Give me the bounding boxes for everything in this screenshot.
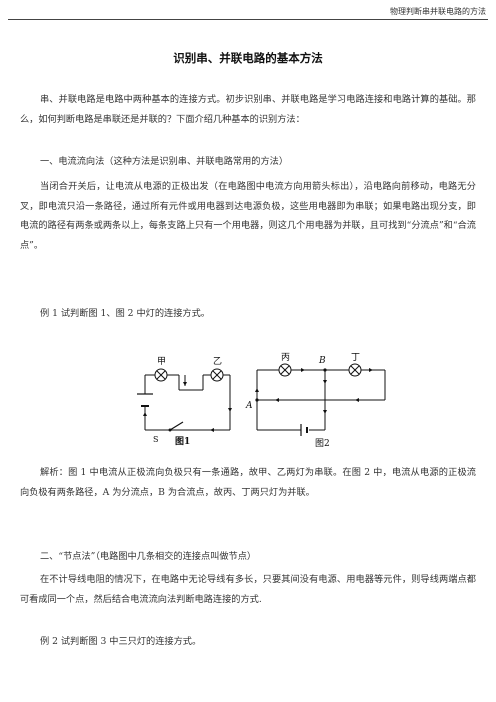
document-title: 识别串、并联电路的基本方法 — [173, 51, 323, 65]
intro-paragraph: 串、并联电路是电路中两种基本的连接方式。初步识别串、并联电路是学习电路连接和电路… — [20, 94, 476, 125]
header-rule — [8, 19, 488, 20]
node-b-label: B — [318, 356, 326, 366]
node-a-label: A — [245, 401, 253, 411]
section1-body: 当闭合开关后，让电流从电源的正极出发（在电路图中电流方向用箭头标出），沿电路向前… — [20, 181, 476, 251]
section2-body: 在不计导线电阻的情况下，在电路中无论导线有多长，只要其间没有电源、用电器等元件，… — [20, 574, 476, 605]
switch-s-label: S — [153, 435, 158, 444]
figure-2-caption: 图2 — [315, 438, 330, 448]
example2-text: 例 2 试判断图 3 中三只灯的连接方式。 — [40, 636, 202, 647]
figure-1-caption: 图1 — [175, 436, 190, 447]
lamp-bing-label: 丙 — [281, 352, 290, 363]
section2-heading: 二、“节点法”（电路图中几条相交的连接点叫做节点） — [40, 551, 257, 562]
lamp-ding-label: 丁 — [351, 353, 360, 363]
figure-2-circuit: 丙 丁 A B 图2 — [245, 352, 386, 448]
lamp-yi-label: 乙 — [213, 356, 222, 367]
lamp-jia-label: 甲 — [157, 356, 166, 367]
figure-1-circuit: 甲 乙 S 图1 — [137, 356, 232, 447]
running-header: 物理判断串并联电路的方法 — [390, 7, 486, 16]
example1-text: 例 1 试判断图 1、图 2 中灯的连接方式。 — [40, 308, 210, 319]
section1-heading: 一、电流流向法（这种方法是识别串、并联电路常用的方法） — [40, 156, 289, 167]
analysis-paragraph: 解析：图 1 中电流从正极流向负极只有一条通路，故甲、乙两灯为串联。在图 2 中… — [20, 467, 476, 498]
